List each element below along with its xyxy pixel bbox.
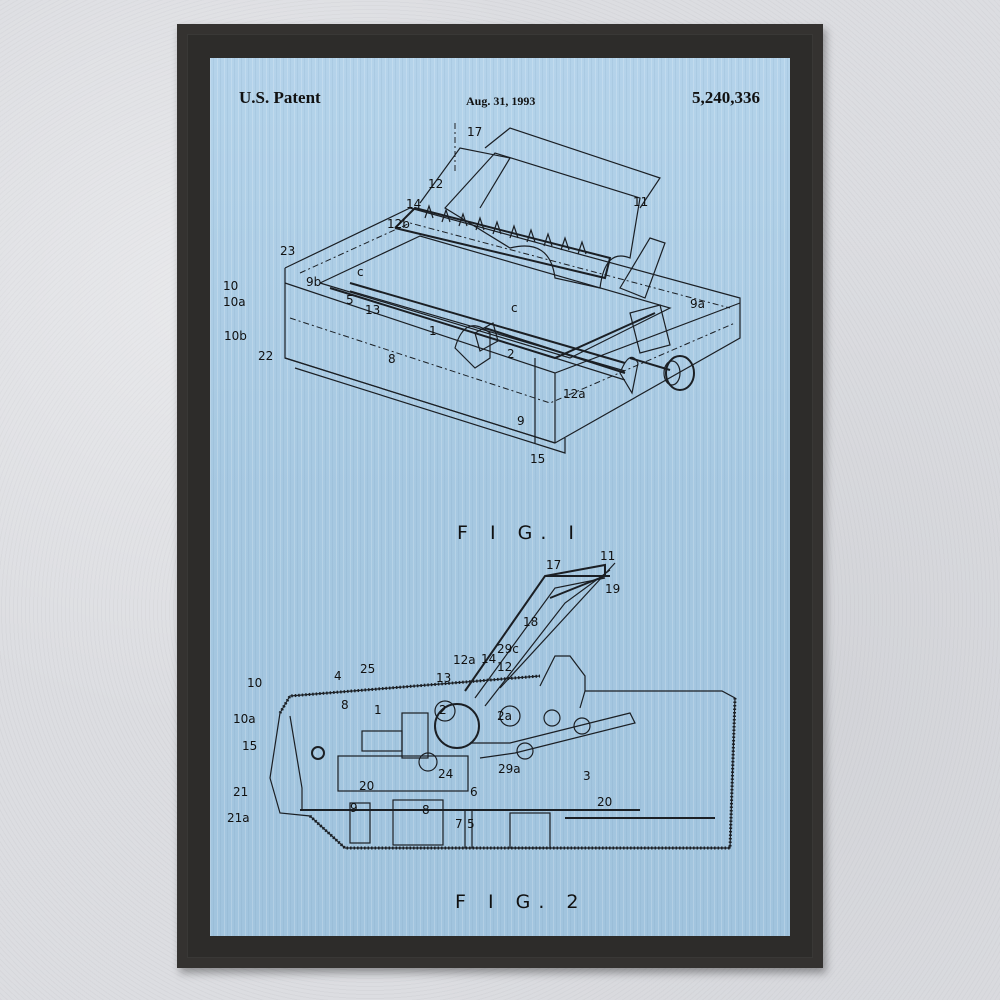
- svg-text:29c: 29c: [497, 642, 519, 656]
- svg-text:3: 3: [583, 769, 591, 783]
- svg-text:10: 10: [223, 279, 238, 293]
- svg-text:8: 8: [422, 803, 430, 817]
- poster-frame: U.S. Patent Aug. 31, 1993 5,240,336: [177, 24, 823, 968]
- svg-text:12: 12: [428, 177, 443, 191]
- svg-text:13: 13: [436, 671, 451, 685]
- svg-text:10a: 10a: [223, 295, 246, 309]
- patent-number: 5,240,336: [692, 88, 760, 107]
- svg-text:4: 4: [334, 669, 342, 683]
- fig1-drawing: 17 12 14 12b 23 9b 10 10a 10b 22 c 5 13 …: [223, 123, 741, 466]
- svg-text:c: c: [357, 265, 364, 279]
- svg-text:21: 21: [233, 785, 248, 799]
- svg-text:8: 8: [341, 698, 349, 712]
- svg-text:9a: 9a: [690, 297, 705, 311]
- svg-text:24: 24: [438, 767, 453, 781]
- svg-text:5: 5: [467, 817, 475, 831]
- svg-text:11: 11: [633, 195, 648, 209]
- svg-text:2a: 2a: [497, 709, 512, 723]
- svg-text:5: 5: [346, 293, 354, 307]
- svg-text:14: 14: [406, 197, 421, 211]
- fig2-drawing: 17 11 19 18 29c 12a 14 12 13 10 4 25 10a…: [227, 549, 737, 850]
- svg-text:10b: 10b: [224, 329, 247, 343]
- patent-print: U.S. Patent Aug. 31, 1993 5,240,336: [210, 58, 790, 936]
- svg-text:c: c: [511, 301, 518, 315]
- svg-text:29a: 29a: [498, 762, 521, 776]
- svg-text:6: 6: [470, 785, 478, 799]
- svg-text:20: 20: [359, 779, 374, 793]
- fig1-label: F I G. I: [457, 522, 583, 544]
- svg-text:15: 15: [242, 739, 257, 753]
- svg-text:12a: 12a: [453, 653, 476, 667]
- svg-text:2: 2: [439, 703, 447, 717]
- svg-text:13: 13: [365, 303, 380, 317]
- svg-text:7: 7: [455, 817, 463, 831]
- svg-text:9b: 9b: [306, 275, 321, 289]
- patent-header-title: U.S. Patent: [239, 88, 321, 107]
- svg-text:17: 17: [546, 558, 561, 572]
- fig2-label: F I G. 2: [455, 891, 587, 913]
- svg-text:10a: 10a: [233, 712, 256, 726]
- svg-text:15: 15: [530, 452, 545, 466]
- svg-text:14: 14: [481, 652, 496, 666]
- svg-text:23: 23: [280, 244, 295, 258]
- svg-text:12a: 12a: [563, 387, 586, 401]
- svg-text:20: 20: [597, 795, 612, 809]
- svg-text:19: 19: [605, 582, 620, 596]
- svg-text:12b: 12b: [387, 217, 410, 231]
- svg-text:2: 2: [507, 347, 515, 361]
- svg-text:10: 10: [247, 676, 262, 690]
- svg-text:1: 1: [429, 324, 437, 338]
- svg-text:1: 1: [374, 703, 382, 717]
- svg-text:17: 17: [467, 125, 482, 139]
- svg-text:9: 9: [517, 414, 525, 428]
- svg-text:12: 12: [497, 660, 512, 674]
- svg-text:21a: 21a: [227, 811, 250, 825]
- patent-date: Aug. 31, 1993: [466, 94, 536, 108]
- svg-text:25: 25: [360, 662, 375, 676]
- svg-text:11: 11: [600, 549, 615, 563]
- svg-text:9: 9: [350, 801, 358, 815]
- svg-text:8: 8: [388, 352, 396, 366]
- svg-text:22: 22: [258, 349, 273, 363]
- svg-text:18: 18: [523, 615, 538, 629]
